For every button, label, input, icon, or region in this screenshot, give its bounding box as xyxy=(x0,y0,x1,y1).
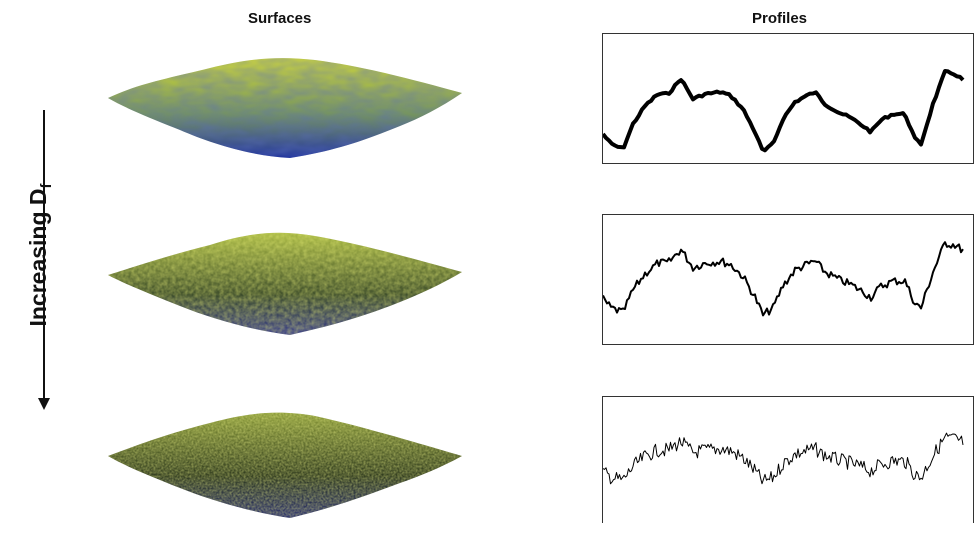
profile-smooth xyxy=(602,33,974,164)
surface-rough xyxy=(100,388,470,528)
surface-medium xyxy=(100,210,470,350)
df-subscript: f xyxy=(38,183,55,189)
increasing-df-indicator: Increasing Df xyxy=(0,0,80,522)
surface-smooth xyxy=(100,38,470,178)
down-arrow-icon xyxy=(38,110,50,410)
increasing-df-text: Increasing D xyxy=(25,188,51,327)
profile-rough xyxy=(602,396,974,523)
profile-line-rough xyxy=(603,432,964,485)
surfaces-title: Surfaces xyxy=(248,10,312,27)
profile-line-smooth xyxy=(603,69,965,153)
profile-medium xyxy=(602,214,974,345)
increasing-df-label: Increasing Df xyxy=(25,183,55,326)
profile-line-medium xyxy=(603,241,964,317)
profiles-title: Profiles xyxy=(752,10,808,27)
